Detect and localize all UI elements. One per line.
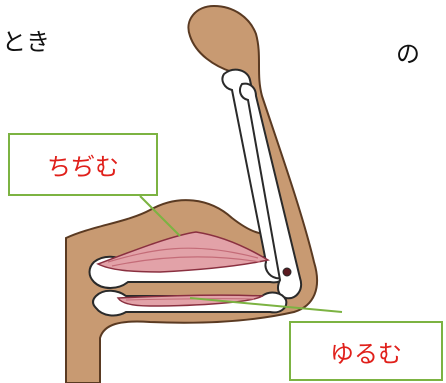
elbow-joint [283, 268, 291, 276]
label-contract: ちぢむ [8, 133, 158, 196]
heading-text-right: の [396, 42, 420, 66]
heading-text-left: とき [2, 30, 50, 54]
label-relax: ゆるむ [289, 321, 443, 381]
